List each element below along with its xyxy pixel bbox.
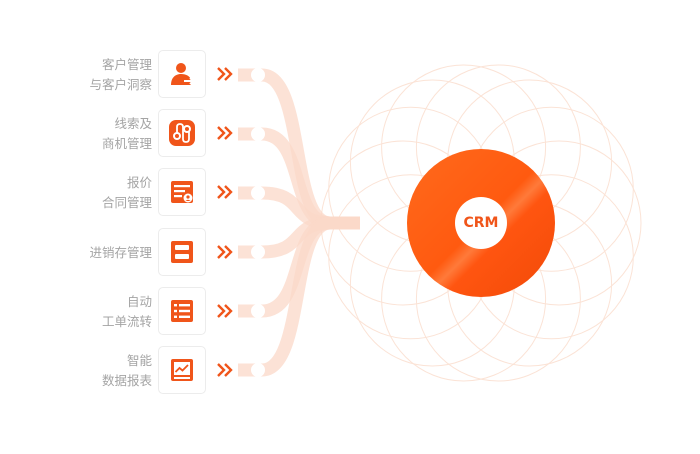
module-tile-report[interactable]: [158, 346, 206, 394]
module-row: 客户管理与客户洞察: [0, 50, 260, 100]
workorder-list-icon: [171, 300, 193, 322]
connector-node: [251, 245, 265, 259]
module-tile-workorder[interactable]: [158, 287, 206, 335]
module-row: 智能数据报表: [0, 346, 260, 396]
module-row: 报价合同管理: [0, 168, 260, 218]
module-tile-inventory[interactable]: [158, 228, 206, 276]
module-row: 自动工单流转: [0, 287, 260, 337]
module-row: 进销存管理: [0, 228, 260, 278]
user-transfer-icon: [171, 63, 196, 85]
double-chevron-icon: [217, 67, 233, 81]
module-label: 智能数据报表: [101, 353, 152, 388]
double-chevron-icon: [217, 304, 233, 318]
module-label: 进销存管理: [89, 245, 152, 260]
double-chevron-icon: [217, 126, 233, 140]
module-label: 客户管理与客户洞察: [89, 57, 152, 92]
crm-hub-label: CRM: [455, 197, 507, 249]
connector-node: [251, 68, 265, 82]
module-label: 自动工单流转: [101, 294, 152, 329]
module-tile-contract[interactable]: [158, 168, 206, 216]
connector-node: [251, 363, 265, 377]
data-report-icon: [171, 359, 193, 381]
double-chevron-icon: [217, 185, 233, 199]
module-label: 报价合同管理: [101, 175, 152, 210]
module-row: 线索及商机管理: [0, 109, 260, 159]
connector-node: [251, 186, 265, 200]
contract-document-icon: [171, 181, 193, 203]
connector-node: [251, 304, 265, 318]
module-tile-leads[interactable]: [158, 109, 206, 157]
connector-node: [251, 127, 265, 141]
inventory-box-icon: [171, 241, 193, 263]
double-chevron-icon: [217, 363, 233, 377]
route-path-icon: [169, 120, 195, 146]
module-label: 线索及商机管理: [101, 116, 152, 151]
double-chevron-icon: [217, 245, 233, 259]
module-tile-customer[interactable]: [158, 50, 206, 98]
